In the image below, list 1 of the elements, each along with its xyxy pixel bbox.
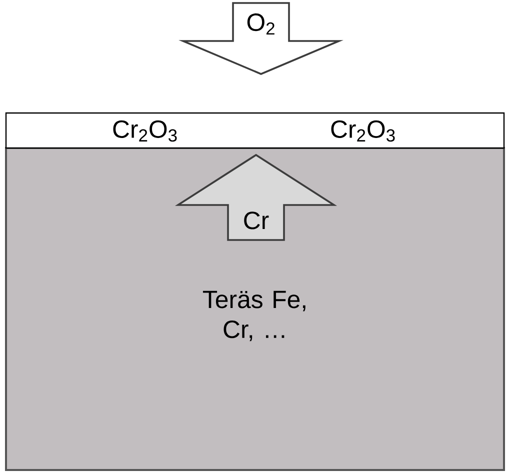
oxide-layer: Cr$_{2}$O$_{3}$ Cr$_{2}$O$_{3}$ <box>5 112 505 149</box>
